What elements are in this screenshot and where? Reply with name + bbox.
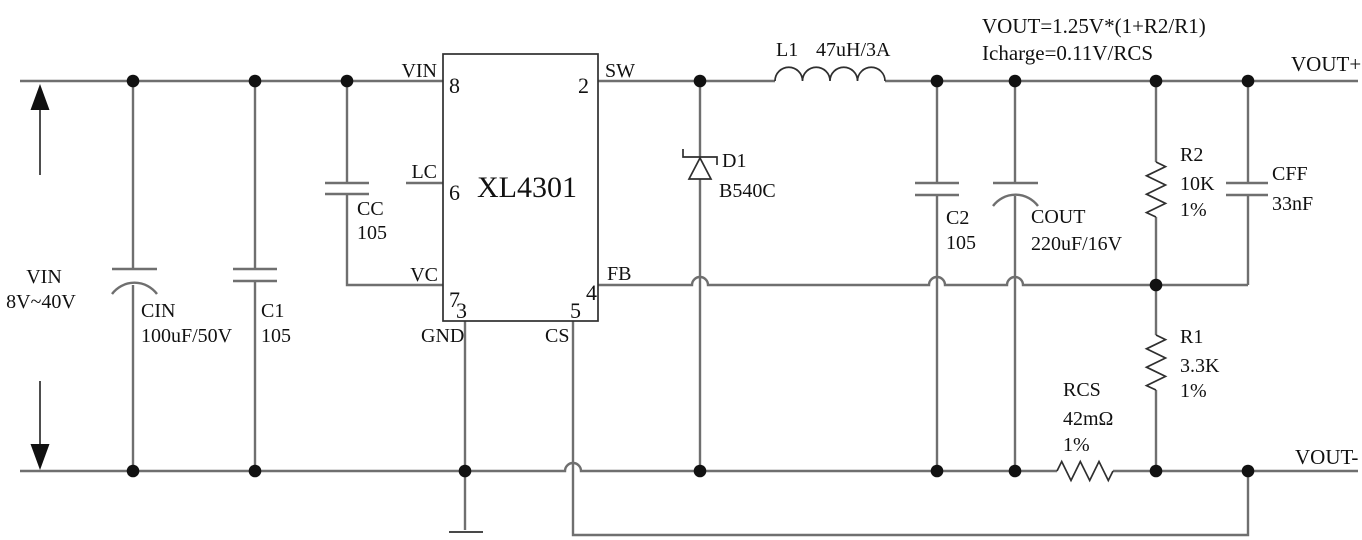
c1-capacitor-plates [233, 267, 277, 283]
rcs-ref-label: RCS [1063, 379, 1101, 401]
junction-dot [693, 74, 707, 88]
d1-diode-cathode-bar [682, 149, 718, 165]
pin-label-vin: VIN [401, 60, 437, 82]
cc-vc-wire [345, 81, 443, 287]
c1-ref-label: C1 [261, 300, 284, 322]
pin-number-7: 7 [449, 287, 460, 312]
cc-capacitor-plates [325, 181, 369, 196]
junction-dot [340, 74, 354, 88]
pin-number-4: 4 [586, 280, 597, 305]
rcs-value-label: 42mΩ [1063, 408, 1113, 430]
icharge-formula-label: Icharge=0.11V/RCS [982, 41, 1153, 65]
r1-value-label: 3.3K [1180, 355, 1220, 377]
pin-number-3: 3 [456, 298, 467, 323]
pin-number-5: 5 [570, 298, 581, 323]
cout-value-label: 220uF/16V [1031, 233, 1123, 255]
pin-label-fb: FB [607, 263, 631, 285]
rcs-resistor-symbol [1056, 459, 1114, 483]
cout-capacitor-curved-plate [992, 193, 1039, 207]
cin-ref-label: CIN [141, 300, 175, 322]
junction-dot [1149, 74, 1163, 88]
rcs-tolerance-label: 1% [1063, 434, 1090, 456]
l1-ref-label: L1 [776, 39, 798, 61]
cout-ref-label: COUT [1031, 206, 1085, 228]
d1-value-label: B540C [719, 180, 776, 202]
d1-ref-label: D1 [722, 150, 746, 172]
cc-ref-label: CC [357, 198, 384, 220]
junction-dot [693, 464, 707, 478]
junction-dot [1241, 464, 1255, 478]
junction-dot [248, 464, 262, 478]
input-range-label: 8V~40V [6, 291, 76, 313]
pin-number-6: 6 [449, 180, 460, 205]
r2-resistor-symbol [1144, 161, 1168, 218]
r1-ref-label: R1 [1180, 326, 1203, 348]
junction-dot [126, 464, 140, 478]
ic-part-number: XL4301 [477, 171, 577, 204]
junction-dot [458, 464, 472, 478]
r2-value-label: 10K [1180, 173, 1215, 195]
c2-capacitor-plates [915, 181, 959, 197]
ic-body-outline [442, 53, 599, 322]
c2-value-label: 105 [946, 232, 976, 254]
junction-dot [1149, 464, 1163, 478]
junction-dot [1008, 74, 1022, 88]
pin-label-sw: SW [605, 60, 635, 82]
junction-dot [1008, 464, 1022, 478]
pin-label-lc: LC [411, 161, 437, 183]
cff-capacitor-plates [1226, 181, 1268, 197]
l1-inductor-symbol [774, 66, 886, 82]
junction-dot [1241, 74, 1255, 88]
c2-ref-label: C2 [946, 207, 969, 229]
cs-loop-wire [571, 321, 1250, 537]
arrow-down-icon [30, 444, 50, 470]
r2-tolerance-label: 1% [1180, 199, 1207, 221]
arrow-up-icon [30, 84, 50, 110]
pin-label-vc: VC [410, 264, 438, 286]
input-net-label: VIN [26, 266, 62, 288]
vout-minus-net-label: VOUT- [1295, 445, 1358, 469]
r2-ref-label: R2 [1180, 144, 1203, 166]
cin-value-label: 100uF/50V [141, 325, 233, 347]
pin-number-2: 2 [578, 73, 589, 98]
cff-value-label: 33nF [1272, 193, 1313, 215]
pin-label-cs: CS [545, 325, 569, 347]
pin-number-8: 8 [449, 73, 460, 98]
l1-value-label: 47uH/3A [816, 39, 891, 61]
vout-formula-label: VOUT=1.25V*(1+R2/R1) [982, 14, 1206, 38]
r1-resistor-symbol [1144, 334, 1168, 391]
junction-dot [248, 74, 262, 88]
junction-dot [930, 74, 944, 88]
junction-dot [126, 74, 140, 88]
cff-ref-label: CFF [1272, 163, 1308, 185]
junction-dot [930, 464, 944, 478]
cin-capacitor-curved-plate [111, 281, 158, 295]
d1-diode-triangle [687, 156, 713, 180]
vout-plus-net-label: VOUT+ [1291, 52, 1361, 76]
junction-dot [1149, 278, 1163, 292]
pin-label-gnd: GND [421, 325, 464, 347]
cc-value-label: 105 [357, 222, 387, 244]
r1-tolerance-label: 1% [1180, 380, 1207, 402]
c1-value-label: 105 [261, 325, 291, 347]
